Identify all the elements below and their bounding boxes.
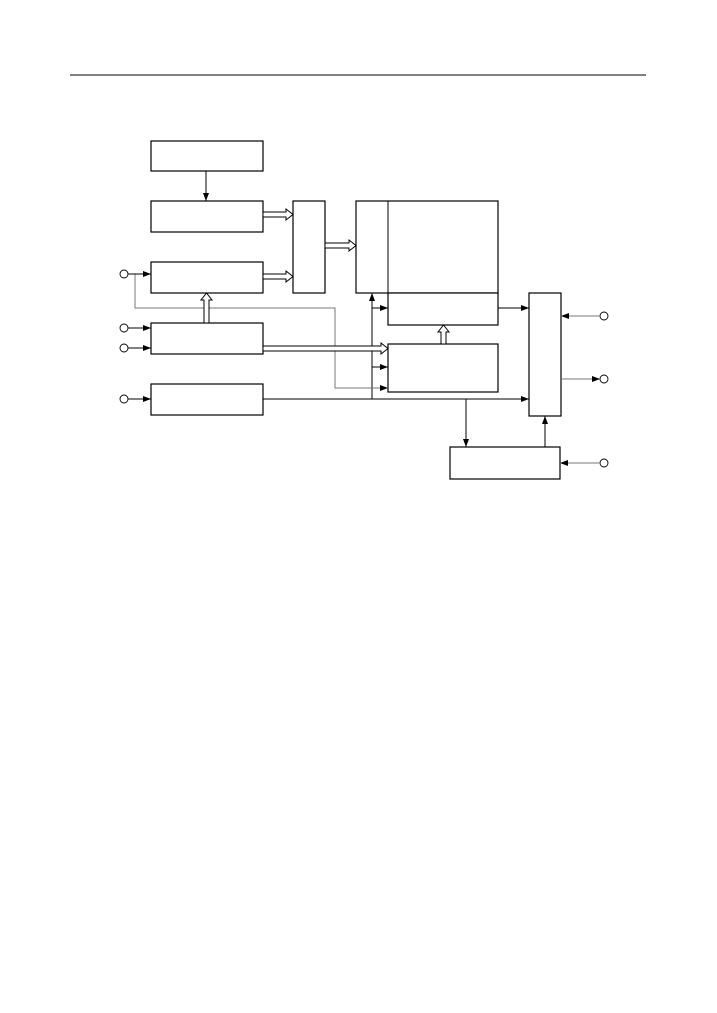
input-terminal-3 xyxy=(119,343,151,353)
bus-arrow-b2-mux xyxy=(262,207,294,222)
input-terminal-4 xyxy=(119,394,151,404)
mux-block xyxy=(292,200,326,294)
input-terminal-5 xyxy=(561,311,609,321)
input-terminal-2 xyxy=(119,323,151,333)
sub-block xyxy=(387,292,499,326)
block-2 xyxy=(150,200,264,233)
bus-arrow-middle-sub xyxy=(436,324,451,345)
block-1 xyxy=(150,140,264,172)
arrow-b3-loop xyxy=(134,274,388,391)
middle-block xyxy=(387,343,499,393)
output-terminal xyxy=(561,374,609,384)
bus-arrow-b4-b3 xyxy=(199,292,214,324)
block-4 xyxy=(150,322,264,355)
block-5 xyxy=(150,383,264,416)
bus-arrow-b4-middle xyxy=(262,341,389,356)
block-3 xyxy=(150,261,264,294)
input-terminal-1 xyxy=(119,269,151,279)
output-block xyxy=(528,292,562,417)
bottom-block xyxy=(449,446,561,480)
bus-arrow-mux-main xyxy=(324,238,357,253)
bus-arrow-b3-mux xyxy=(262,269,294,284)
input-terminal-6 xyxy=(560,458,609,468)
main-block xyxy=(355,200,499,294)
